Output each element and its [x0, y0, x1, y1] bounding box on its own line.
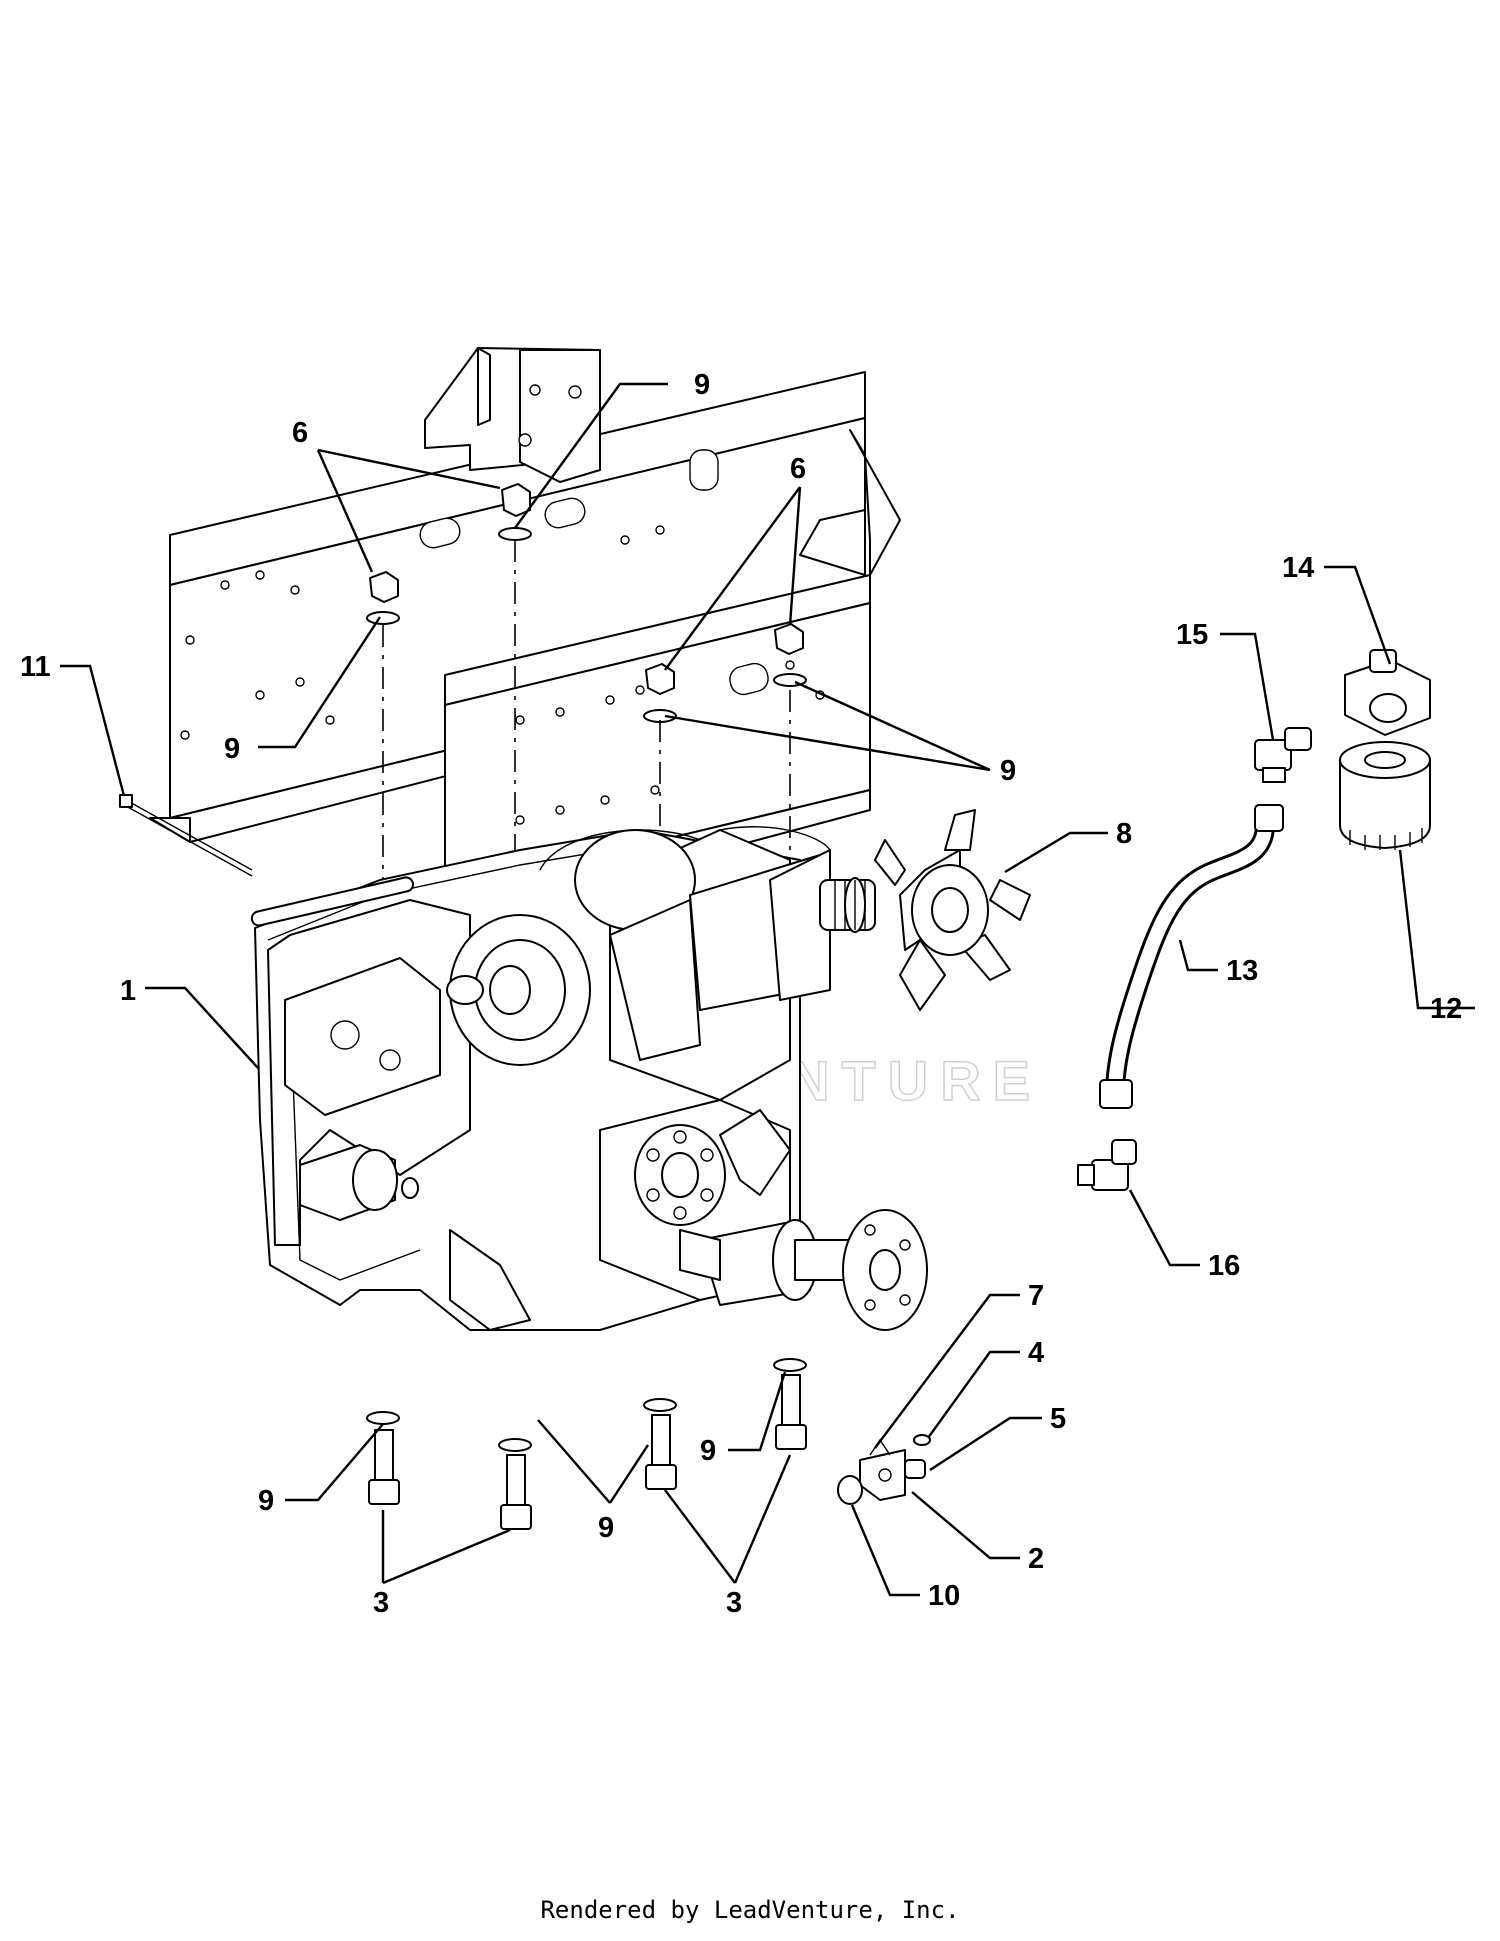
- fitting-elbow-bottom: [1077, 1139, 1137, 1191]
- callout-1: 1: [120, 975, 136, 1007]
- callout-9-right: 9: [1000, 755, 1016, 787]
- bottom-bolts-and-washers: [366, 1358, 807, 1530]
- frame-nuts-and-washers: [366, 483, 807, 723]
- callout-9-bottom-middle: 9: [598, 1512, 614, 1544]
- callout-3-left: 3: [373, 1587, 389, 1619]
- transaxle-assembly: [250, 826, 928, 1331]
- callout-9-bottom-right: 9: [700, 1435, 716, 1467]
- tie-strap: [119, 794, 253, 877]
- callout-12: 12: [1430, 993, 1462, 1025]
- callout-16: 16: [1208, 1250, 1240, 1282]
- callout-15: 15: [1176, 619, 1208, 651]
- callout-9-left: 9: [224, 733, 240, 765]
- fitting-elbow-top: [1254, 727, 1312, 783]
- footer-credit: Rendered by LeadVenture, Inc.: [540, 1896, 960, 1924]
- callout-9-top: 9: [694, 369, 710, 401]
- cooling-fan: [874, 809, 1031, 1011]
- leader-lines: [60, 382, 1475, 1597]
- callout-14: 14: [1282, 552, 1314, 584]
- callout-4: 4: [1028, 1337, 1044, 1369]
- callout-10: 10: [928, 1580, 960, 1612]
- bracket-hardware: [837, 1434, 931, 1505]
- frame-rail-rear: [149, 347, 866, 843]
- callout-8: 8: [1116, 818, 1132, 850]
- callout-13: 13: [1226, 955, 1258, 987]
- callout-2: 2: [1028, 1543, 1044, 1575]
- oil-hose: [1099, 804, 1284, 1109]
- callout-5: 5: [1050, 1403, 1066, 1435]
- callout-11: 11: [20, 651, 51, 683]
- oil-filter: [1339, 741, 1431, 850]
- callout-7: 7: [1028, 1280, 1044, 1312]
- callout-6-right: 6: [790, 453, 806, 485]
- callout-labels: 1 2 3 3 4 5 6 6 7 8 9 9 9 9 9 9 10 11 12…: [20, 369, 1462, 1619]
- filter-head: [1344, 649, 1431, 736]
- callout-9-bottom-left: 9: [258, 1485, 274, 1517]
- callout-3-right: 3: [726, 1587, 742, 1619]
- callout-6-left: 6: [292, 417, 308, 449]
